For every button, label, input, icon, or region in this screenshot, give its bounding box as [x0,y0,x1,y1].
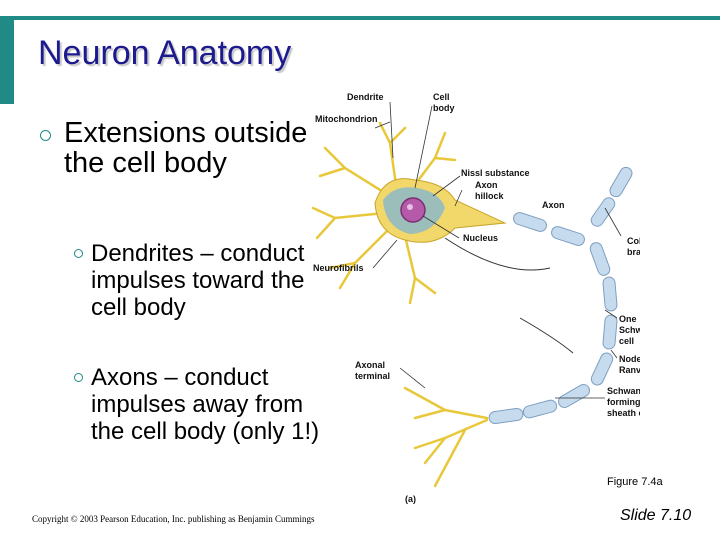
label-myelin: Schwann cells, [607,386,640,396]
top-rule [0,16,720,20]
label-schwann-cell-3: cell [619,336,634,346]
label-neurofibrils: Neurofibrils [313,263,364,273]
label-mitochondrion: Mitochondrion [315,114,378,124]
axonal-terminals [403,386,489,488]
label-nucleus: Nucleus [463,233,498,243]
label-axon-hillock: Axon [475,180,498,190]
nucleus [400,197,426,223]
label-schwann-cell-2: Schwann [619,325,640,335]
subbullet-dot [74,373,83,382]
left-accent-bar [0,16,14,104]
label-myelin-2: forming the myelin [607,397,640,407]
bullet-text: Extensions outside the cell body [64,117,308,179]
label-axonal-terminal: Axonal [355,360,385,370]
subbullet-text: Dendrites – conduct impulses toward the … [91,240,305,321]
copyright-notice: Copyright © 2003 Pearson Education, Inc.… [32,514,315,524]
subbullet-dot [74,249,83,258]
slide-title: Neuron Anatomy [38,34,292,72]
neuron-diagram: Dendrite Cell body Mitochondrion Nissl s… [311,92,640,504]
label-axon: Axon [542,200,565,210]
label-collateral: Collateral [627,236,640,246]
dendrites [311,121,457,305]
bullet-dot [40,130,51,141]
label-cell-body: Cell [433,92,450,102]
label-axon-hillock-2: hillock [475,191,505,201]
figure-caption: Figure 7.4a [607,476,663,488]
label-nissl: Nissl substance [461,168,530,178]
label-collateral-2: branch [627,247,640,257]
label-node-ranvier: Node of [619,354,640,364]
label-dendrite: Dendrite [347,92,384,102]
subbullet-text: Axons – conduct impulses away from the c… [91,364,320,445]
label-myelin-3: sheath on axon [607,408,640,418]
label-axonal-terminal-2: terminal [355,371,390,381]
flow-arrows [444,237,574,354]
label-node-ranvier-2: Ranvier [619,365,640,375]
diagram-labels: Dendrite Cell body Mitochondrion Nissl s… [313,92,640,504]
label-schwann-cell: One [619,314,637,324]
panel-label: (a) [405,494,416,504]
myelin-sheath [488,166,633,425]
label-cell-body-2: body [433,103,455,113]
slide-number: Slide 7.10 [620,507,692,524]
